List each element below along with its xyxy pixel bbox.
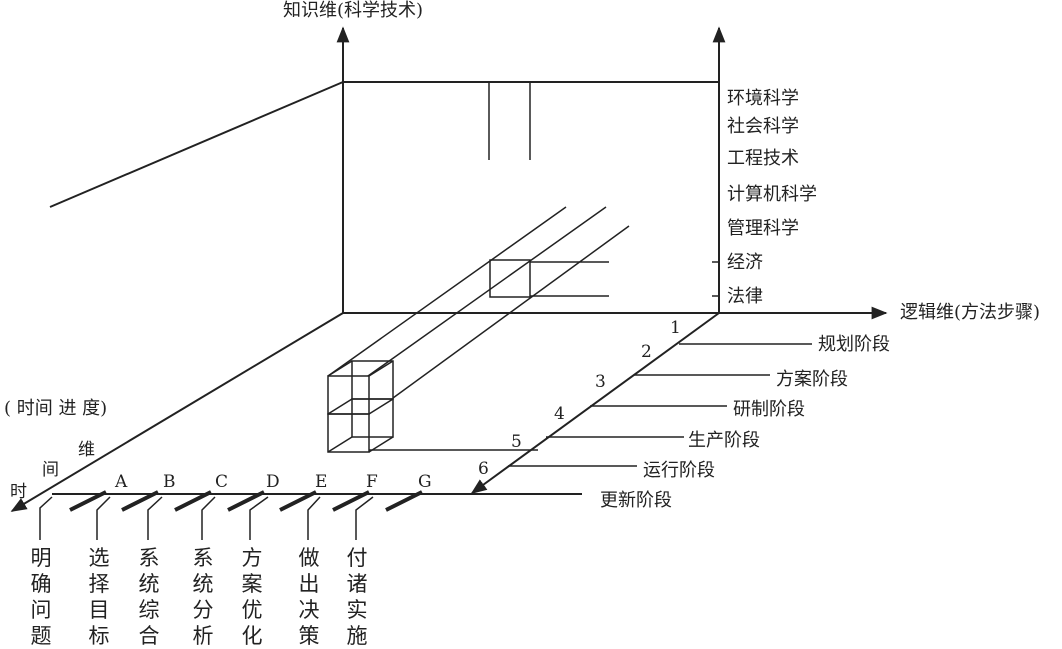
logic-step-number-5: 5 [511,432,522,452]
time-letter-a: A [115,472,128,492]
cube-edge-4 [368,398,394,415]
prism-ray-1 [327,206,567,377]
time-tick-e [279,490,317,512]
time-tick-a [69,490,107,512]
logic-step-label-production: 生产阶段 [688,430,760,451]
logic-step-number-1: 1 [670,318,681,338]
time-axis-char-wei: 维 [78,440,95,460]
cube-edge-1 [327,360,353,377]
cube-edge-3 [327,398,353,415]
hook-4 [201,496,216,540]
logic-step-label-operation: 运行阶段 [643,460,715,481]
time-letter-d: D [266,472,280,492]
time-step-select-goal: 选择目标 [88,546,110,648]
logic-axis-title: 逻辑维(方法步骤) [900,302,1041,323]
time-letter-b: B [163,472,176,492]
cube-front-top [327,375,370,415]
logic-step-label-update: 更新阶段 [600,490,672,511]
cube-back-top [351,360,394,400]
knowledge-item-computer: 计算机科学 [727,184,817,205]
prism-ray-3 [392,225,630,399]
time-letter-f: F [366,472,378,492]
time-axis-diagonal [10,312,344,512]
logic-step-label-planning: 规划阶段 [818,334,890,355]
hook-6 [307,496,321,540]
time-axis-title: ( 时间 进 度) [4,398,108,419]
logic-step-label-development: 研制阶段 [733,399,805,420]
knowledge-item-law: 法律 [727,286,763,307]
knowledge-axis-title: 知识维(科学技术) [283,0,424,21]
time-step-system-analysis: 系统分析 [192,546,214,648]
time-tick-g [385,490,423,512]
time-letter-e: E [315,472,328,492]
hook-2 [96,496,111,540]
time-tick-b [121,490,159,512]
knowledge-item-economics: 经济 [727,252,763,273]
hook-5 [249,496,269,540]
time-step-define-problem: 明确问题 [30,546,52,648]
back-cell [489,259,531,298]
time-tick-d [227,490,265,512]
time-letter-g: G [418,472,432,492]
hook-7 [355,496,374,540]
time-tick-c [174,490,212,512]
knowledge-item-environment: 环境科学 [727,88,799,109]
logic-diagonal [470,312,720,494]
cube-edge-5 [327,436,353,453]
logic-step-number-3: 3 [595,372,606,392]
time-axis-char-shi: 时 [10,482,27,502]
prism-ray-2 [367,206,607,377]
time-tick-f [332,490,370,512]
time-step-make-decision: 做出决策 [298,546,320,648]
knowledge-item-management: 管理科学 [727,218,799,239]
cube-front-bottom [327,413,370,453]
logic-step-number-6: 6 [478,459,489,479]
knowledge-item-social: 社会科学 [727,116,799,137]
logic-step-number-4: 4 [554,404,565,424]
cube-edge-2 [368,360,394,377]
hook-1 [39,496,53,540]
knowledge-item-engineering: 工程技术 [727,148,799,169]
time-letter-c: C [215,472,229,492]
time-step-implement: 付诸实施 [346,546,368,648]
top-diagonal [49,81,344,208]
logic-step-number-2: 2 [641,342,652,362]
time-step-system-synthesis: 系统综合 [138,546,160,648]
cube-back-bottom [351,398,394,438]
hook-3 [147,496,163,540]
time-step-optimize-plan: 方案优化 [241,546,263,648]
time-axis-char-jian: 间 [42,460,59,480]
logic-step-label-scheme: 方案阶段 [776,369,848,390]
